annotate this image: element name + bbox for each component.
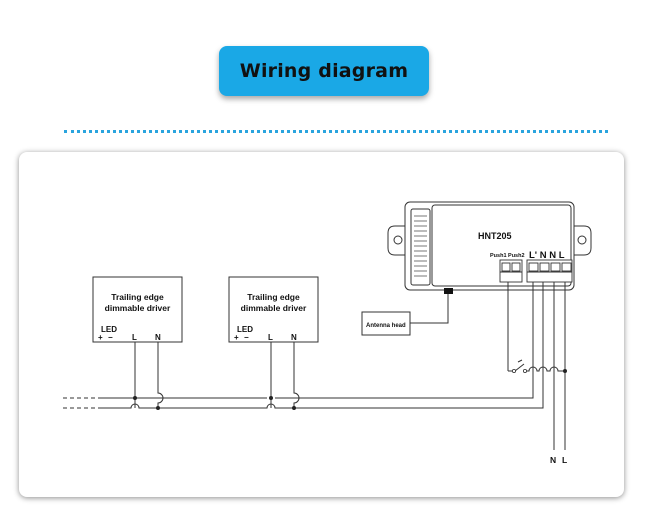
driver-box-1: Trailing edge dimmable driver LED + − L … [92, 276, 183, 343]
driver-1-title-line1: Trailing edge [111, 292, 164, 302]
power-terminals-label: L' N N L [529, 250, 565, 261]
driver-1-outline [92, 276, 183, 343]
push-switch-contact-b [523, 368, 528, 373]
driver-2-led-label: LED [237, 325, 253, 334]
power-terminal-block [526, 259, 573, 283]
page-title: Wiring diagram [239, 60, 409, 82]
push-switch-lever [514, 363, 525, 372]
antenna-cable [410, 294, 449, 324]
antenna-head-label: Antenna head [366, 323, 406, 329]
driver-1-n-label: N [155, 333, 161, 342]
driver-1-n-wire [157, 342, 164, 408]
push-terminal-block [499, 259, 523, 283]
antenna-connector [444, 288, 453, 294]
antenna-head-box [361, 311, 411, 336]
driver-2-n-wire [293, 342, 300, 408]
driver-1-l-label: L [132, 333, 137, 342]
right-ear-hole [577, 235, 587, 245]
driver-2-n-label: N [291, 333, 297, 342]
push-terminals-label: Push1 Push2 [490, 253, 525, 259]
push-switch-contact-a [512, 368, 517, 373]
push-switch-top [517, 359, 523, 363]
driver-1-led-label: LED [101, 325, 117, 334]
dotted-divider [64, 130, 608, 133]
driver-1-title-line2: dimmable driver [105, 303, 171, 313]
controller-fins [414, 215, 427, 277]
bus-l-wire [100, 282, 534, 399]
bus-n-wire [100, 282, 544, 409]
push-to-live-wire [525, 366, 565, 372]
driver-1-plus-label: + [98, 333, 103, 342]
driver-2-minus-label: − [244, 333, 249, 342]
driver-box-2: Trailing edge dimmable driver LED + − L … [228, 276, 319, 343]
driver-2-title-line2: dimmable driver [241, 303, 307, 313]
driver-2-plus-label: + [234, 333, 239, 342]
junction-dots [133, 369, 567, 410]
driver-2-title-line1: Trailing edge [247, 292, 300, 302]
mains-l-label: L [562, 455, 567, 465]
left-ear-hole [393, 235, 403, 245]
mains-n-label: N [550, 455, 556, 465]
driver-2-l-label: L [268, 333, 273, 342]
controller-model-label: HNT205 [478, 231, 512, 241]
title-badge: Wiring diagram [219, 46, 429, 96]
driver-2-outline [228, 276, 319, 343]
controller-fin-block [410, 208, 431, 286]
driver-1-minus-label: − [108, 333, 113, 342]
